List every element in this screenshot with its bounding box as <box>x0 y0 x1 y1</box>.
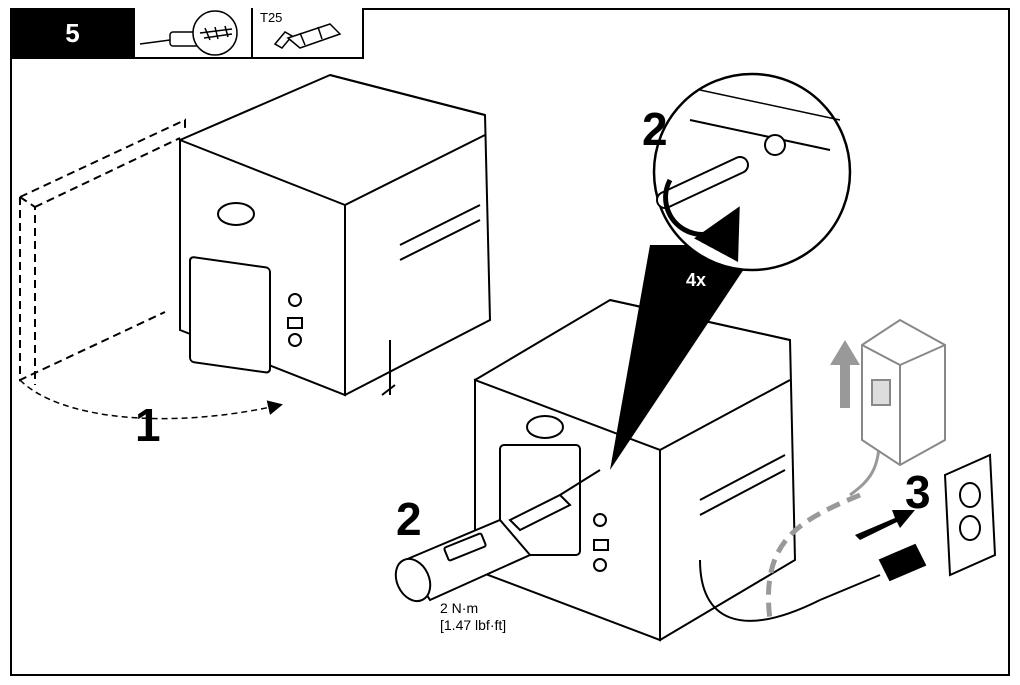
plug-icon <box>878 543 927 582</box>
screw-detail <box>652 72 852 272</box>
screwdriver-icon <box>394 469 601 603</box>
tool-label: T25 <box>260 10 283 25</box>
rotation-arrow-icon <box>663 178 740 263</box>
callout-2-detail: 2 <box>642 103 668 155</box>
header-divider <box>10 57 364 59</box>
switch-box-icon <box>861 318 946 467</box>
controller-icon <box>473 298 797 642</box>
callout-2-screwdriver: 2 <box>396 493 422 545</box>
arrow-right-icon <box>855 510 915 540</box>
screwdriver-icon <box>139 10 238 56</box>
outlet-icon <box>943 453 997 577</box>
magnify-wedge <box>610 245 760 470</box>
callout-3: 3 <box>905 466 931 518</box>
figure-frame <box>10 8 1010 676</box>
power-cord <box>699 559 881 622</box>
tool-cell-bit: T25 <box>253 8 364 58</box>
controller-icon <box>178 73 492 397</box>
torque-imperial: [1.47 lbf·ft] <box>440 617 507 633</box>
torque-spec: 2 N·m [1.47 lbf·ft] <box>440 600 506 634</box>
step-number: 5 <box>10 8 135 58</box>
t25-bit-icon <box>273 23 342 49</box>
switch-cord <box>766 492 861 621</box>
callout-1: 1 <box>135 399 161 451</box>
mount-arrow <box>19 379 283 420</box>
arrow-up-icon <box>830 340 860 408</box>
torque-metric: 2 N·m <box>440 600 479 616</box>
wall-outline-icon <box>19 118 186 385</box>
repeat-count: 4x <box>686 270 707 290</box>
